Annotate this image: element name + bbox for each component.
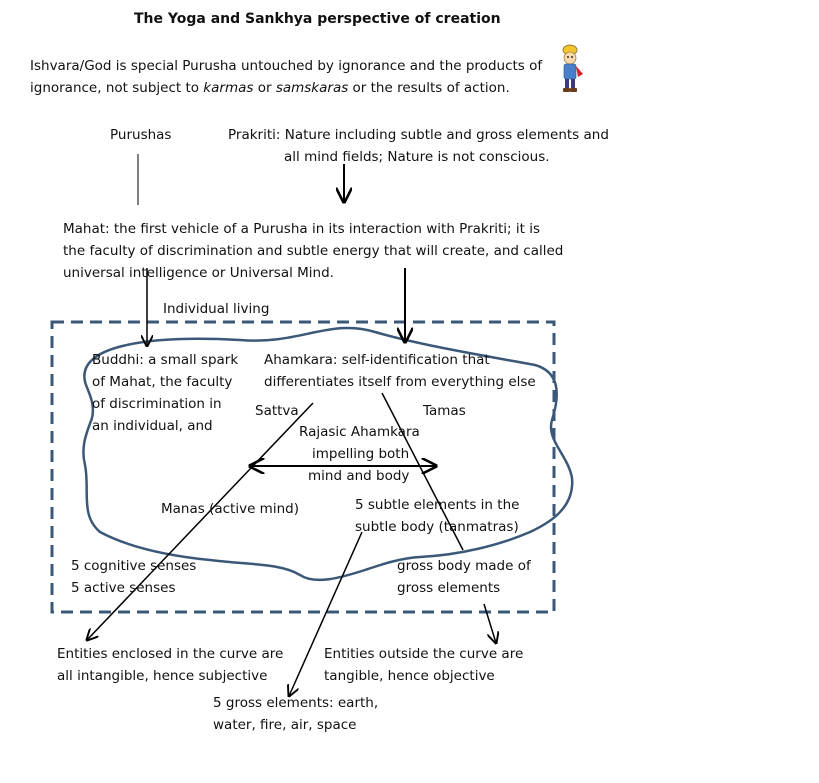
inside-line2: all intangible, hence subjective — [57, 668, 268, 684]
mascot-icon — [562, 44, 583, 92]
buddhi-line3: of discrimination in — [92, 396, 222, 412]
subtle-line2: subtle body (tanmatras) — [355, 519, 519, 535]
gross-elements-line1: 5 gross elements: earth, — [213, 695, 379, 711]
inside-line1: Entities enclosed in the curve are — [57, 646, 284, 662]
buddhi-line2: of Mahat, the faculty — [92, 374, 233, 390]
gross-body-to-outside-arrow — [483, 603, 496, 643]
buddhi-line1: Buddhi: a small spark — [92, 352, 239, 368]
gross-elements-line2: water, fire, air, space — [213, 717, 357, 733]
senses-line2: 5 active senses — [71, 580, 176, 596]
subtle-to-gross-arrow — [289, 531, 363, 696]
subtle-line1: 5 subtle elements in the — [355, 497, 520, 513]
rajasic-line2: impelling both — [312, 446, 410, 462]
prakriti-line2: all mind fields; Nature is not conscious… — [284, 149, 550, 165]
ahamkara-line2: differentiates itself from everything el… — [264, 374, 536, 390]
mahat-line1: Mahat: the first vehicle of a Purusha in… — [63, 221, 541, 237]
ahamkara-line1: Ahamkara: self-identification that — [264, 352, 490, 368]
gross-body-line2: gross elements — [397, 580, 501, 596]
sattva-label: Sattva — [255, 403, 299, 419]
buddhi-line4: an individual, and — [92, 418, 213, 434]
prakriti-line1: Prakriti: Nature including subtle and gr… — [228, 127, 609, 143]
rajasic-line3: mind and body — [308, 468, 410, 484]
gross-body-line1: gross body made of — [397, 558, 531, 574]
manas-label: Manas (active mind) — [161, 501, 299, 517]
ishvara-line2: ignorance, not subject to karmas or sams… — [30, 80, 510, 96]
page-title: The Yoga and Sankhya perspective of crea… — [134, 11, 501, 27]
mahat-line3: universal intelligence or Universal Mind… — [63, 265, 334, 281]
outside-line1: Entities outside the curve are — [324, 646, 524, 662]
intangible-curve — [82, 326, 574, 582]
purushas-label: Purushas — [110, 127, 172, 143]
tamas-label: Tamas — [423, 403, 466, 419]
mahat-line2: the faculty of discrimination and subtle… — [63, 243, 564, 259]
ishvara-line1: Ishvara/God is special Purusha untouched… — [30, 58, 543, 74]
senses-line1: 5 cognitive senses — [71, 558, 197, 574]
rajasic-line1: Rajasic Ahamkara — [299, 424, 420, 440]
individual-living-dashed-box — [50, 320, 556, 614]
sattva-arrow — [87, 402, 314, 640]
outside-line2: tangible, hence objective — [324, 668, 495, 684]
individual-living-label: Individual living — [163, 301, 270, 317]
